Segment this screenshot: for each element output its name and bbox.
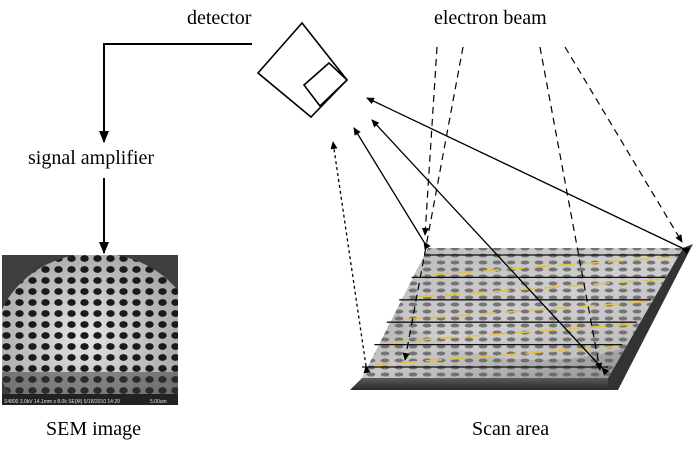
signal-arrows — [330, 97, 690, 376]
micrograph-info-text: S4800 3.0kV 14.1mm x 8.0k SE(M) 5/18/201… — [4, 399, 120, 405]
detector-signal-path — [99, 43, 252, 254]
signal-amplifier-label: signal amplifier — [28, 147, 155, 169]
electron-beam-label: electron beam — [434, 7, 547, 29]
scan-area-specimen — [350, 244, 693, 390]
scan-area-label: Scan area — [472, 418, 550, 440]
detector-icon — [256, 21, 349, 119]
micrograph-scale-text: 5.00um — [150, 399, 167, 405]
detector-label: detector — [187, 7, 252, 29]
sem-image-label: SEM image — [46, 418, 141, 440]
sem-micrograph — [2, 255, 178, 405]
